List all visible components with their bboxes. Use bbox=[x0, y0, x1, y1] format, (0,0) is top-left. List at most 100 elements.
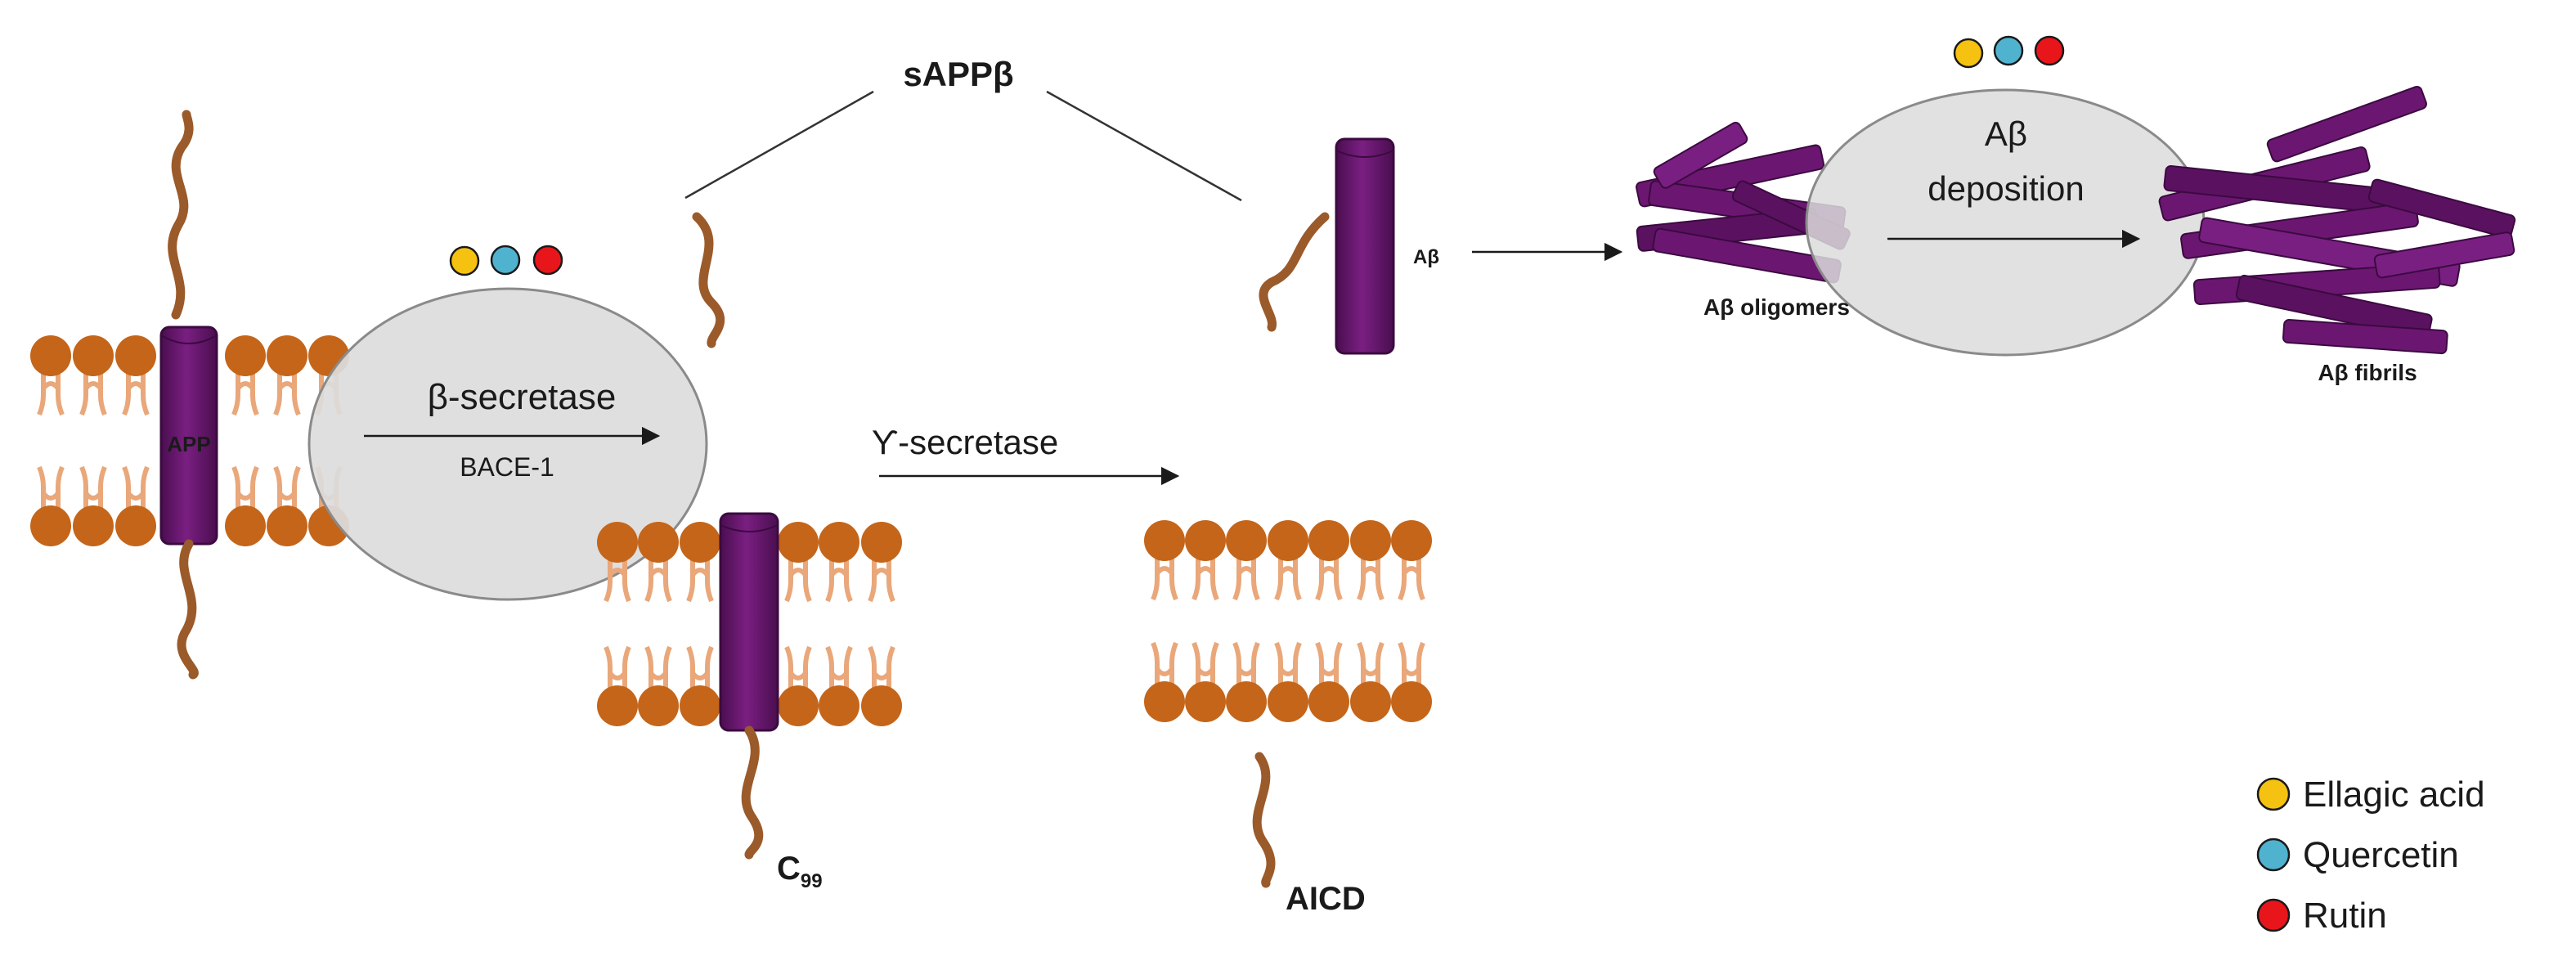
lipid-tail-bottom bbox=[644, 645, 672, 688]
legend-swatch bbox=[2256, 777, 2291, 811]
lipid-tail-top bbox=[1151, 559, 1178, 601]
abeta-fibrils bbox=[2158, 86, 2516, 355]
beta-secretase-label: β-secretase bbox=[428, 377, 617, 417]
bace1-label: BACE-1 bbox=[460, 452, 554, 482]
lipid-tail-top bbox=[686, 560, 714, 603]
c99-label: C99 bbox=[777, 851, 823, 892]
lipid-head bbox=[1185, 520, 1226, 561]
lipid-head bbox=[1350, 520, 1391, 561]
abeta-fibrils-label: Aβ fibrils bbox=[2318, 360, 2417, 385]
lipid-tail-bottom bbox=[1398, 641, 1425, 684]
lipid-tail-top bbox=[1232, 559, 1260, 601]
lipid-tail-top bbox=[1192, 559, 1219, 601]
lipid-tail-bottom bbox=[273, 465, 301, 508]
sappb-strand bbox=[692, 212, 725, 348]
lipid-head bbox=[1226, 681, 1267, 722]
abeta-fragment: Aβ bbox=[1259, 137, 1439, 355]
lipid-head bbox=[225, 505, 266, 546]
lipid-head bbox=[1144, 681, 1185, 722]
inhibitor-dots-1 bbox=[449, 245, 563, 276]
inhibitor-dots-2 bbox=[1953, 35, 2065, 69]
lipid-tail-bottom bbox=[1192, 641, 1219, 684]
lipid-head bbox=[861, 522, 902, 563]
legend-label: Ellagic acid bbox=[2303, 775, 2485, 815]
lipid-tail-top bbox=[37, 374, 65, 416]
membrane-right bbox=[1144, 520, 1432, 722]
rutin-dot bbox=[532, 245, 563, 276]
aicd-strand bbox=[1252, 752, 1276, 888]
lipid-head bbox=[1185, 681, 1226, 722]
app-protein: APP bbox=[159, 110, 218, 680]
lipid-head bbox=[30, 505, 71, 546]
rutin-dot-2 bbox=[2034, 35, 2065, 66]
lipid-tail-top bbox=[1274, 559, 1302, 601]
lipid-tail-bottom bbox=[784, 645, 812, 688]
lipid-head bbox=[73, 335, 114, 376]
lipid-tail-top bbox=[1357, 559, 1384, 601]
lipid-head bbox=[819, 685, 859, 726]
lipid-head bbox=[1350, 681, 1391, 722]
lipid-head bbox=[680, 522, 720, 563]
lipid-tail-top bbox=[1398, 559, 1425, 601]
lipid-tail-bottom bbox=[1357, 641, 1384, 684]
app-top-strand bbox=[168, 110, 194, 320]
lipid-tail-bottom bbox=[122, 465, 150, 508]
lipid-tail-top bbox=[79, 374, 107, 416]
lipid-head bbox=[638, 685, 679, 726]
gamma-secretase-label: ϒ-secretase bbox=[872, 423, 1059, 461]
c99-protein bbox=[719, 512, 779, 860]
lipid-tail-bottom bbox=[1232, 641, 1260, 684]
lipid-head bbox=[597, 685, 638, 726]
lipid-head bbox=[1268, 520, 1308, 561]
quercetin-dot bbox=[490, 245, 521, 276]
lipid-tail-top bbox=[1315, 559, 1343, 601]
abeta-deposition-enzyme: Aβ deposition bbox=[1805, 88, 2206, 357]
lipid-head bbox=[1308, 520, 1349, 561]
lipid-head bbox=[1226, 520, 1267, 561]
lipid-head bbox=[30, 335, 71, 376]
lipid-tail-bottom bbox=[604, 645, 631, 688]
sappb-label: sAPPβ bbox=[903, 55, 1013, 93]
lipid-head bbox=[73, 505, 114, 546]
lipid-tail-top bbox=[273, 374, 301, 416]
legend-label: Quercetin bbox=[2303, 835, 2459, 875]
abeta-oligomers-label: Aβ oligomers bbox=[1703, 294, 1850, 320]
quercetin-dot-2 bbox=[1993, 35, 2024, 66]
legend-swatch bbox=[2256, 838, 2291, 872]
lipid-head bbox=[819, 522, 859, 563]
legend-swatch bbox=[2256, 898, 2291, 932]
aicd-label: AICD bbox=[1286, 881, 1366, 917]
lipid-head bbox=[680, 685, 720, 726]
abeta-label: Aβ bbox=[1413, 246, 1439, 268]
lipid-tail-bottom bbox=[1151, 641, 1178, 684]
lipid-tail-top bbox=[868, 560, 895, 603]
lipid-head bbox=[267, 335, 307, 376]
lipid-head bbox=[638, 522, 679, 563]
lipid-tail-bottom bbox=[686, 645, 714, 688]
ellagic-acid-dot bbox=[449, 245, 480, 276]
lipid-tail-top bbox=[231, 374, 259, 416]
lipid-head bbox=[225, 335, 266, 376]
lipid-tail-bottom bbox=[79, 465, 107, 508]
lipid-tail-top bbox=[825, 560, 853, 603]
lipid-tail-top bbox=[784, 560, 812, 603]
ellagic-acid-dot-2 bbox=[1953, 38, 1984, 69]
membrane-middle bbox=[597, 522, 902, 726]
lipid-head bbox=[1268, 681, 1308, 722]
lipid-head bbox=[115, 505, 156, 546]
lipid-tail-bottom bbox=[868, 645, 895, 688]
lipid-tail-top bbox=[644, 560, 672, 603]
legend-label: Rutin bbox=[2303, 896, 2387, 936]
beta-secretase-enzyme: β-secretase BACE-1 bbox=[307, 287, 708, 601]
lipid-head bbox=[861, 685, 902, 726]
lipid-tail-top bbox=[122, 374, 150, 416]
lipid-head bbox=[1391, 520, 1432, 561]
lipid-tail-bottom bbox=[37, 465, 65, 508]
sappb-right-line bbox=[1046, 90, 1242, 202]
lipid-tail-top bbox=[604, 560, 631, 603]
app-label: APP bbox=[167, 432, 210, 456]
lipid-head bbox=[115, 335, 156, 376]
app-bottom-strand bbox=[177, 539, 199, 680]
